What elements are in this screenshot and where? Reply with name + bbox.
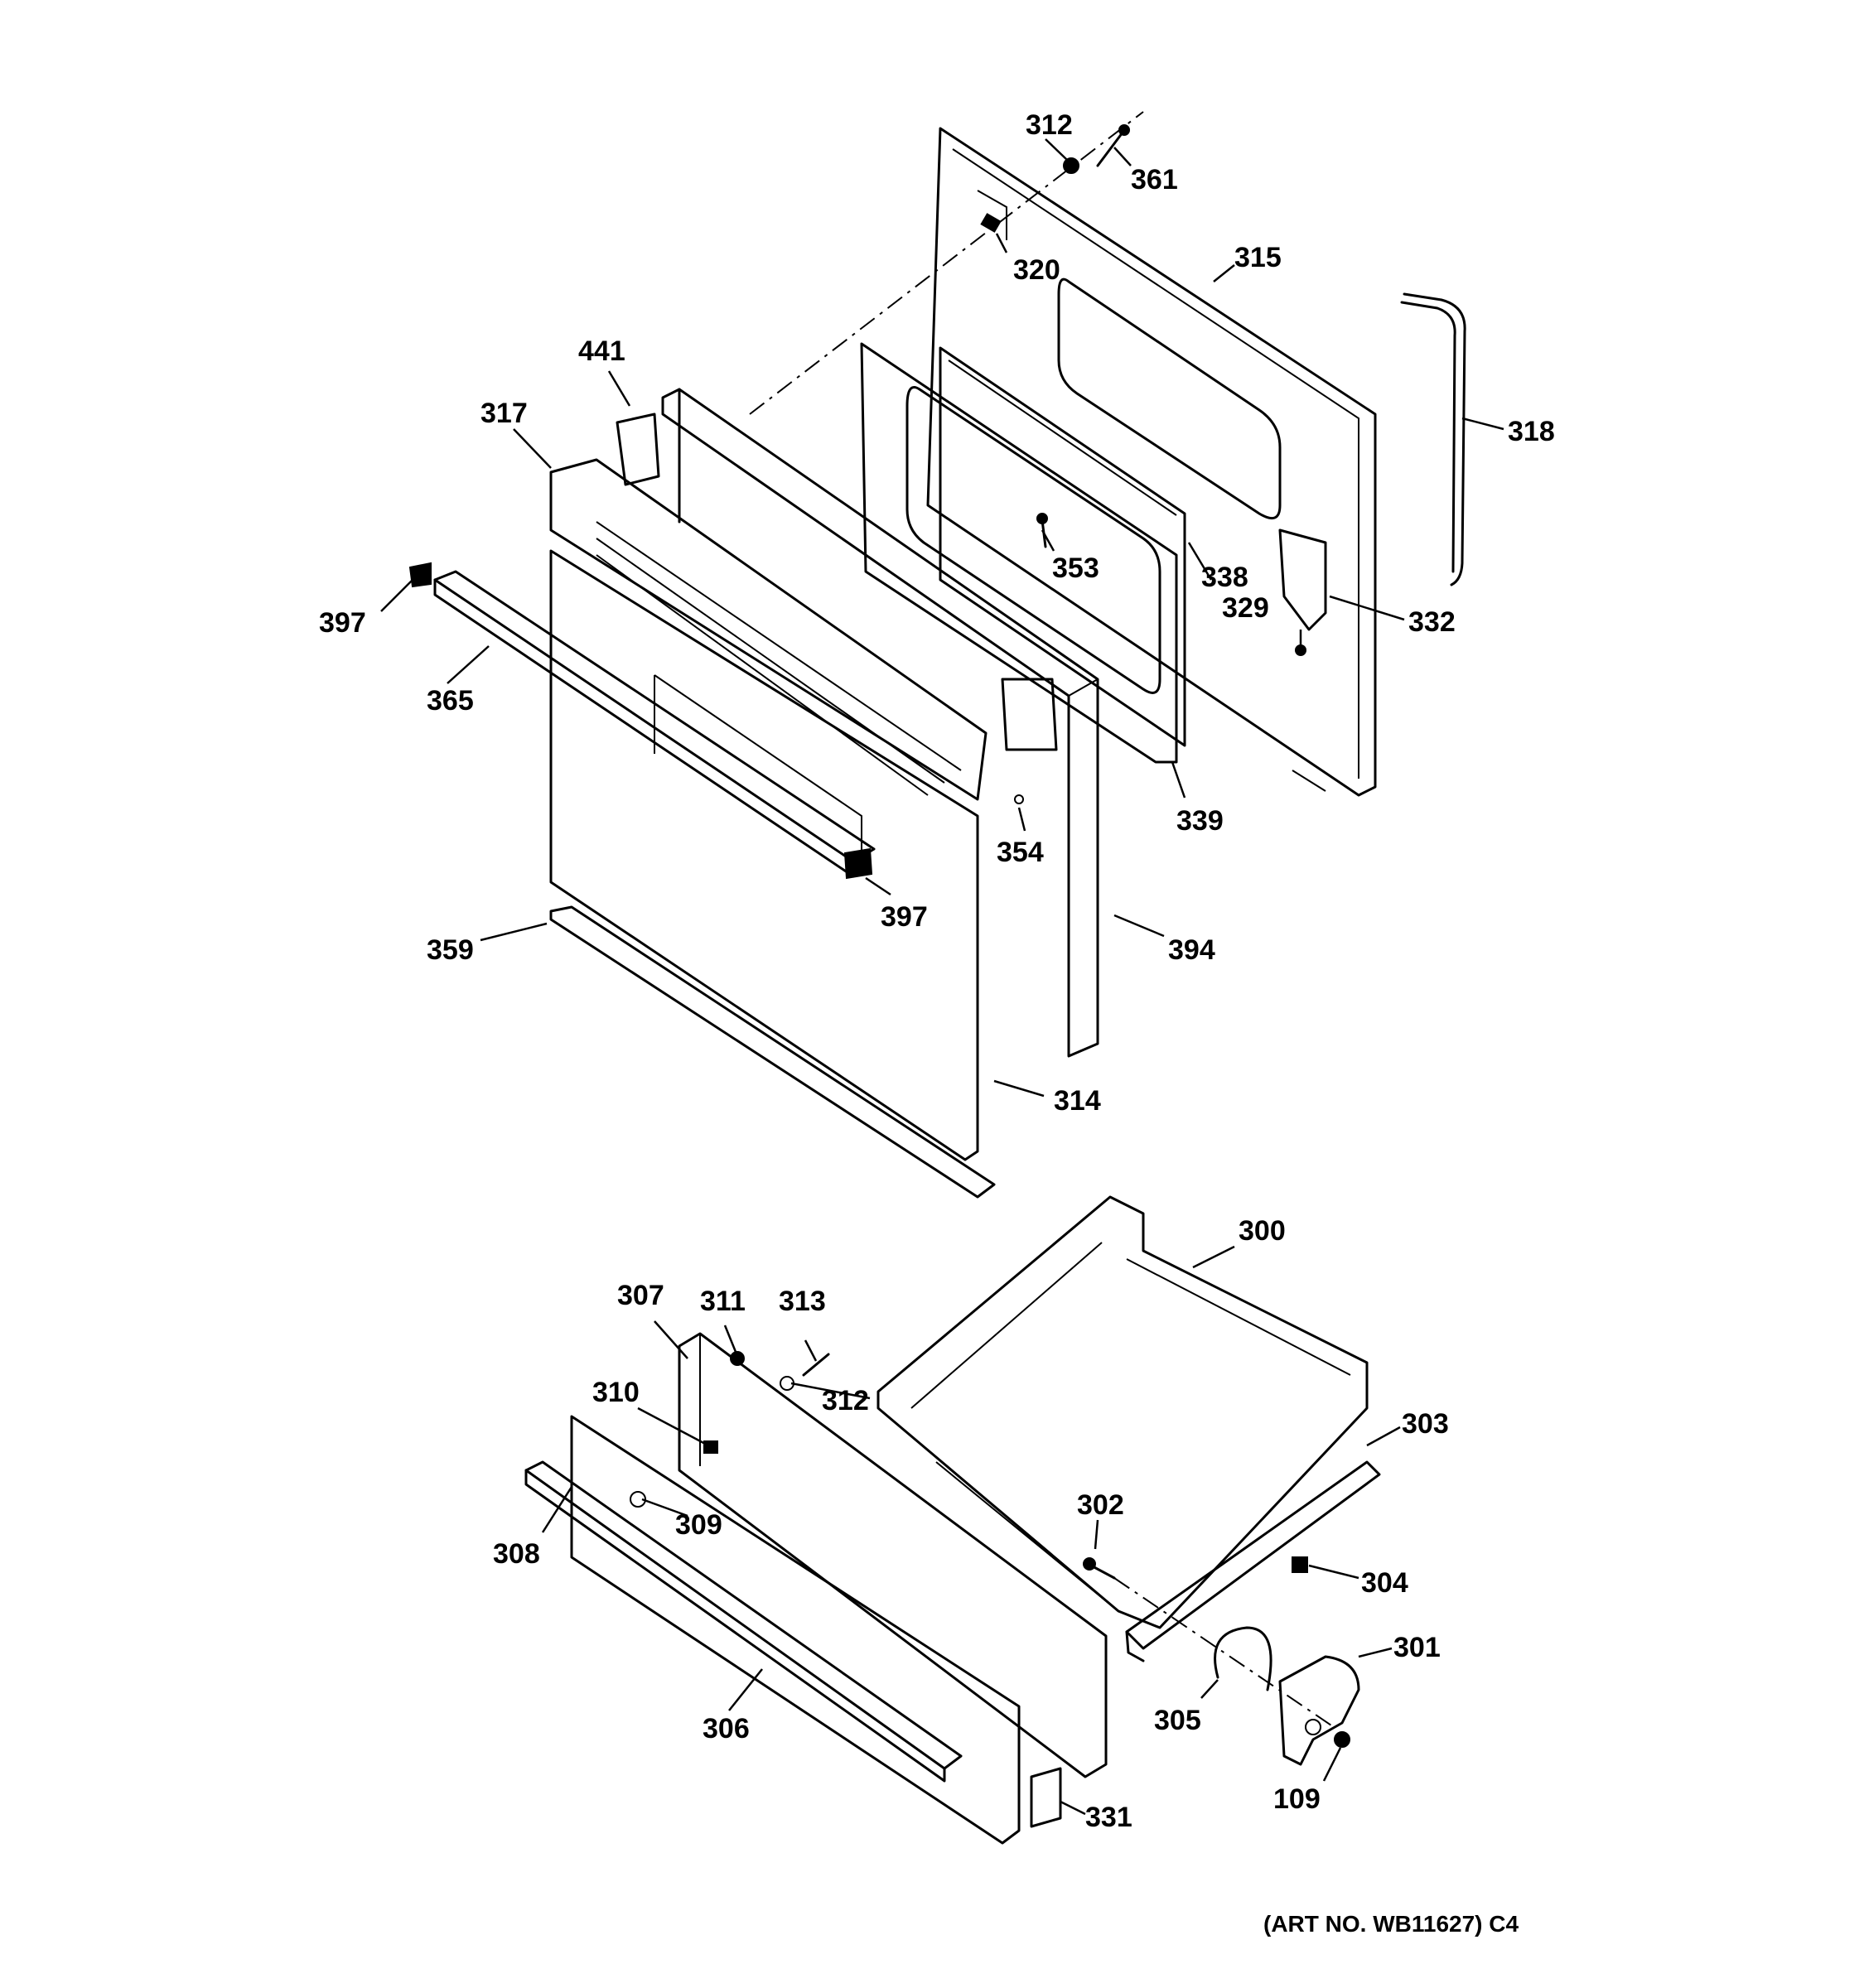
- callout-312-lower: 312: [822, 1385, 869, 1416]
- drawer-box-300: [876, 1195, 1369, 1629]
- handle-end-cap-397-left: [408, 562, 432, 588]
- outer-drawer-panel-306: [570, 1415, 1021, 1845]
- nut-311: [730, 1351, 745, 1366]
- assembly-axis-lower: [1113, 1577, 1335, 1728]
- inner-door-panel-315: [926, 127, 1377, 797]
- nut-312-upper: [1063, 157, 1079, 174]
- callout-305: 305: [1154, 1705, 1201, 1736]
- bracket-331: [1030, 1767, 1062, 1828]
- callout-307: 307: [617, 1280, 664, 1311]
- window-frame-339: [860, 342, 1178, 764]
- callout-300: 300: [1239, 1215, 1286, 1247]
- callout-309: 309: [675, 1509, 722, 1541]
- callout-331: 331: [1085, 1802, 1132, 1833]
- callout-313: 313: [779, 1286, 826, 1317]
- callout-329: 329: [1222, 592, 1269, 624]
- spring-clip-305: [1214, 1626, 1272, 1691]
- bracket-332: [1278, 528, 1327, 631]
- stop-310: [703, 1440, 718, 1454]
- callout-354: 354: [997, 837, 1044, 868]
- callout-397-lower: 397: [881, 901, 928, 933]
- callout-314: 314: [1054, 1085, 1101, 1117]
- screw-329: [1295, 644, 1306, 656]
- callout-361: 361: [1131, 164, 1178, 195]
- hinge-stop-320: [980, 213, 1002, 233]
- callout-320: 320: [1013, 254, 1060, 286]
- callout-359: 359: [427, 934, 474, 966]
- screw-354: [1014, 794, 1024, 804]
- bottom-trim-359: [549, 905, 996, 1199]
- callout-311: 311: [700, 1286, 746, 1317]
- callout-109: 109: [1273, 1783, 1321, 1815]
- door-gasket-318: [1400, 292, 1466, 586]
- vent-trim-317: [549, 458, 988, 801]
- screw-361: [1096, 124, 1130, 167]
- callout-308: 308: [493, 1538, 540, 1570]
- roller-304: [1292, 1556, 1308, 1573]
- assembly-axis-upper: [749, 111, 1144, 415]
- callout-339: 339: [1176, 805, 1224, 837]
- hinge-bracket-right: [1001, 678, 1058, 751]
- callout-312: 312: [1026, 109, 1073, 141]
- callout-318: 318: [1508, 416, 1555, 447]
- callout-302: 302: [1077, 1489, 1124, 1521]
- inner-drawer-panel-307: [678, 1332, 1108, 1778]
- slide-bracket-301: [1278, 1655, 1360, 1766]
- callout-353: 353: [1052, 552, 1099, 584]
- callout-labels: 312 361 320 315 318 441 317 353 338 329 …: [319, 109, 1555, 1833]
- callout-317: 317: [480, 398, 528, 429]
- drawer-rail-303: [1125, 1460, 1381, 1662]
- callout-301: 301: [1393, 1632, 1441, 1663]
- door-frame-394: [661, 388, 1099, 1058]
- callout-303: 303: [1402, 1408, 1449, 1440]
- hinge-bracket-441: [616, 413, 660, 486]
- callout-304: 304: [1361, 1567, 1408, 1599]
- bolt-302: [1089, 1564, 1116, 1580]
- callout-397-upper: 397: [319, 607, 366, 639]
- callout-338: 338: [1201, 562, 1248, 593]
- callout-394: 394: [1168, 934, 1215, 966]
- callout-315: 315: [1234, 242, 1282, 273]
- callout-306: 306: [703, 1713, 750, 1744]
- outer-door-panel-314: [549, 549, 979, 1161]
- leader-lines: [380, 138, 1504, 1816]
- handle-end-cap-397-right: [843, 847, 873, 880]
- screw-313: [802, 1353, 830, 1377]
- callout-310: 310: [592, 1377, 640, 1408]
- callout-332: 332: [1408, 606, 1456, 638]
- callout-441: 441: [578, 335, 625, 367]
- art-number: (ART NO. WB11627) C4: [1263, 1911, 1519, 1937]
- nut-109: [1334, 1731, 1350, 1748]
- callout-365: 365: [427, 685, 474, 717]
- drawer-handle-308: [524, 1460, 963, 1783]
- window-glass-338: [939, 346, 1186, 747]
